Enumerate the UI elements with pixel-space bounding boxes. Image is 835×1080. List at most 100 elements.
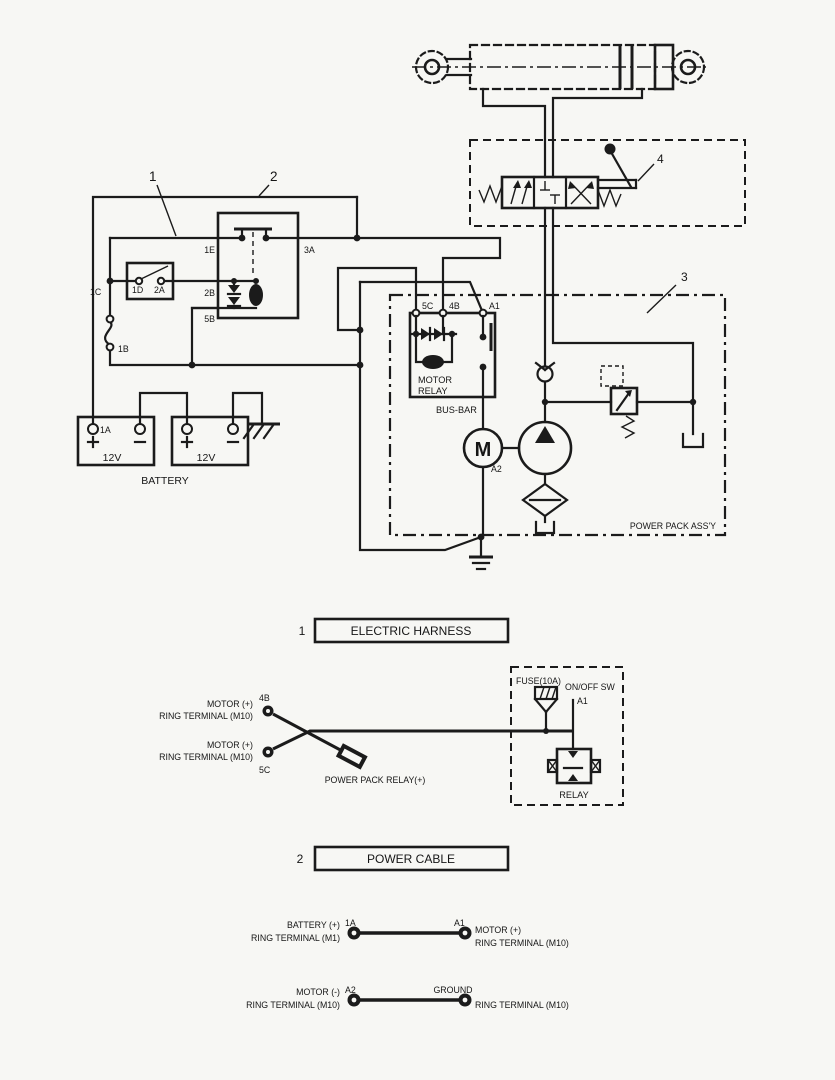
relief-arrow <box>615 391 631 412</box>
relay-label: RELAY <box>559 790 588 800</box>
wire <box>358 280 483 552</box>
motor-relay-label-2: RELAY <box>418 386 447 396</box>
switch-box <box>125 261 175 301</box>
wire <box>108 346 362 367</box>
rt1-label-2: RING TERMINAL (M10) <box>159 711 253 721</box>
power-pack-label: POWER PACK ASS'Y <box>630 521 716 531</box>
coil-lead <box>442 332 454 364</box>
ring-hole <box>351 997 357 1003</box>
label-4b: 4B <box>449 301 460 311</box>
battery-label: BATTERY <box>141 475 188 487</box>
battery-2: 12V <box>170 415 250 467</box>
relay-box <box>216 211 300 320</box>
label-5c: 5C <box>422 301 434 311</box>
motor-relay-box <box>408 311 497 399</box>
label-1b: 1B <box>118 344 129 354</box>
wire <box>91 195 359 427</box>
battery-1-pos-post <box>87 423 99 435</box>
diode-triangle <box>228 285 240 293</box>
wire <box>358 280 485 315</box>
valve-arrowhead <box>568 181 576 189</box>
contact-dot <box>479 363 487 371</box>
callout-1-leader <box>156 184 177 237</box>
battery-2-voltage: 12V <box>197 452 216 464</box>
battery-1-voltage: 12V <box>103 452 122 464</box>
left-eye-outer <box>414 49 450 85</box>
row1-left-2: RING TERMINAL (M1) <box>251 933 340 943</box>
relay-coil <box>249 284 263 306</box>
chassis-tooth <box>262 422 276 440</box>
contact-dot <box>238 234 246 242</box>
relief-pilot-box <box>600 365 624 387</box>
junction-dot <box>353 234 361 242</box>
power-pack-boundary: 3 POWER PACK ASS'Y <box>388 270 727 537</box>
label-2a: 2A <box>154 285 165 295</box>
wire <box>551 87 644 179</box>
motor-relay-coil <box>422 355 444 369</box>
valve-spring-right <box>597 188 622 208</box>
row1-right-2: RING TERMINAL (M10) <box>475 938 569 948</box>
battery-1-box <box>76 415 156 467</box>
fuse-lead <box>533 697 548 714</box>
coil-lead <box>414 332 424 364</box>
motor-m-label: M <box>475 439 492 461</box>
wire <box>481 87 547 179</box>
fuse-hatch <box>545 686 551 700</box>
section-1-title: ELECTRIC HARNESS <box>351 624 472 638</box>
connector-x <box>590 759 601 773</box>
rt1-tag: 4B <box>259 693 270 703</box>
wire-runs <box>91 195 502 552</box>
harness-dashed-box <box>510 666 624 806</box>
ring-hole <box>266 709 270 713</box>
rt2-tag: 5C <box>259 765 271 775</box>
hydraulic-pump <box>517 420 573 476</box>
diode-triangle <box>434 328 443 340</box>
callouts-top: 1 2 <box>149 169 278 237</box>
bus-bar-label: BUS-BAR <box>436 405 477 415</box>
valve-spring-left <box>478 184 503 204</box>
relief-spring <box>620 415 636 439</box>
relief-arrowhead <box>625 390 632 397</box>
fuse-end <box>105 342 115 352</box>
callout-3: 3 <box>681 270 688 284</box>
label-1c: 1C <box>90 287 102 297</box>
diode-triangle <box>228 297 240 305</box>
lever-arm <box>609 150 633 189</box>
ground-symbol <box>469 535 493 571</box>
hydraulic-circuit: M A2 <box>462 206 705 535</box>
connector-label: POWER PACK RELAY(+) <box>325 775 426 785</box>
series-jumper <box>138 391 189 426</box>
row1-left-tag: 1A <box>345 918 356 928</box>
battery-bank: 12V 1A 12V BATTERY <box>76 391 280 487</box>
junction-dot <box>543 728 549 734</box>
directional-valve: 4 <box>469 139 746 227</box>
connector-x <box>547 759 558 773</box>
callout-1: 1 <box>149 169 157 184</box>
row1-right-1: MOTOR (+) <box>475 925 521 935</box>
section-2-title: POWER CABLE <box>367 852 455 866</box>
ring-hole <box>351 930 357 936</box>
contact-dot <box>479 333 487 341</box>
terminal-1d <box>134 276 144 286</box>
battery-2-neg-post <box>227 423 239 435</box>
battery-1: 12V 1A <box>76 415 156 467</box>
oil-filter <box>521 482 569 518</box>
row2-right-tag: GROUND <box>433 985 472 995</box>
label-1d: 1D <box>132 285 143 295</box>
valve-arrowhead <box>524 180 532 188</box>
battery-2-box <box>170 415 250 467</box>
row2-left-1: MOTOR (-) <box>296 987 340 997</box>
section-2-title-box <box>313 845 510 872</box>
harness-wire <box>272 729 573 751</box>
callout-4: 4 <box>657 152 664 166</box>
wire <box>264 236 502 315</box>
onoff-sw-label: ON/OFF SW <box>565 682 616 692</box>
battery-2-pos-post <box>181 423 193 435</box>
valve-body <box>500 175 600 210</box>
junction-dot <box>356 361 364 369</box>
row1-right-tag: A1 <box>454 918 465 928</box>
relay-top-contact <box>568 751 578 758</box>
fuse-lead <box>544 697 559 714</box>
check-seat <box>543 361 556 372</box>
